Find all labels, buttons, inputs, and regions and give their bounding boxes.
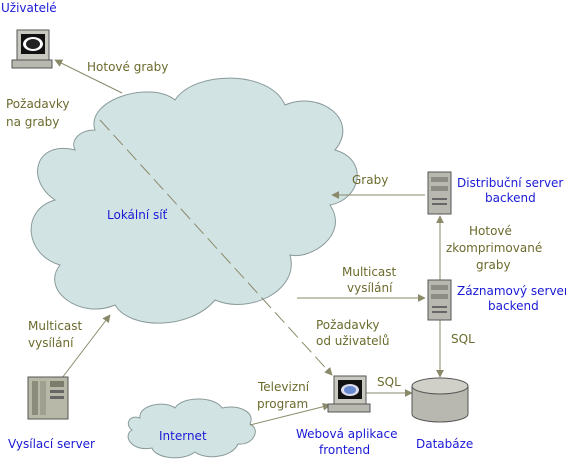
distribution-server-label-2: backend <box>485 191 536 205</box>
internet-cloud <box>127 398 256 459</box>
edge-label-multicast-recording-2: vysílání <box>347 281 393 295</box>
recording-server-label-1: Záznamový server <box>457 284 566 298</box>
edge-label-user-requests-2: od uživatelů <box>316 334 390 348</box>
database-cylinder-icon <box>411 377 469 423</box>
recording-server-label-2: backend <box>488 299 539 313</box>
edge-label-grabs: Graby <box>352 173 388 187</box>
edge-label-multicast-broadcast-1: Multicast <box>28 319 83 333</box>
edge-label-sql-web: SQL <box>377 375 401 389</box>
web-app-label-1: Webová aplikace <box>296 427 397 441</box>
server-tower-icon <box>427 171 452 215</box>
users-label: Uživatelé <box>1 1 57 15</box>
internet-label: Internet <box>159 429 207 443</box>
edge-label-grab-requests-1: Požadavky <box>6 97 70 111</box>
broadcast-server-icon <box>27 376 69 420</box>
web-app-label-2: frontend <box>319 443 370 457</box>
arrow-multicast-broadcast <box>61 314 111 379</box>
database-label: Databáze <box>416 437 473 451</box>
server-tower-icon <box>427 279 452 321</box>
edge-label-compressed-1: Hotové <box>469 224 512 238</box>
edge-label-compressed-2: zkomprimované <box>446 241 542 255</box>
edge-label-compressed-3: graby <box>476 258 511 272</box>
arrow-finished-grabs <box>54 59 123 94</box>
dashed-request-line <box>99 119 333 376</box>
edge-label-multicast-recording-1: Multicast <box>342 265 397 279</box>
edge-label-multicast-broadcast-2: vysílání <box>28 336 74 350</box>
distribution-server-label-1: Distribuční server <box>457 176 563 190</box>
lan-cloud <box>30 77 358 324</box>
edge-label-tv-program-2: program <box>257 397 308 411</box>
lan-label: Lokální síť <box>107 208 168 222</box>
edge-label-tv-program-1: Televizní <box>257 380 310 394</box>
computer-icon <box>327 375 371 413</box>
edge-label-user-requests-1: Požadavky <box>316 318 380 332</box>
broadcast-server-label: Vysílací server <box>8 437 95 451</box>
edge-label-grab-requests-2: na graby <box>6 115 59 129</box>
edge-label-finished-grabs: Hotové graby <box>87 60 168 74</box>
edge-label-sql-recording: SQL <box>451 332 475 346</box>
arrow-tv-program <box>249 402 331 426</box>
user-computer-icon <box>11 29 53 69</box>
